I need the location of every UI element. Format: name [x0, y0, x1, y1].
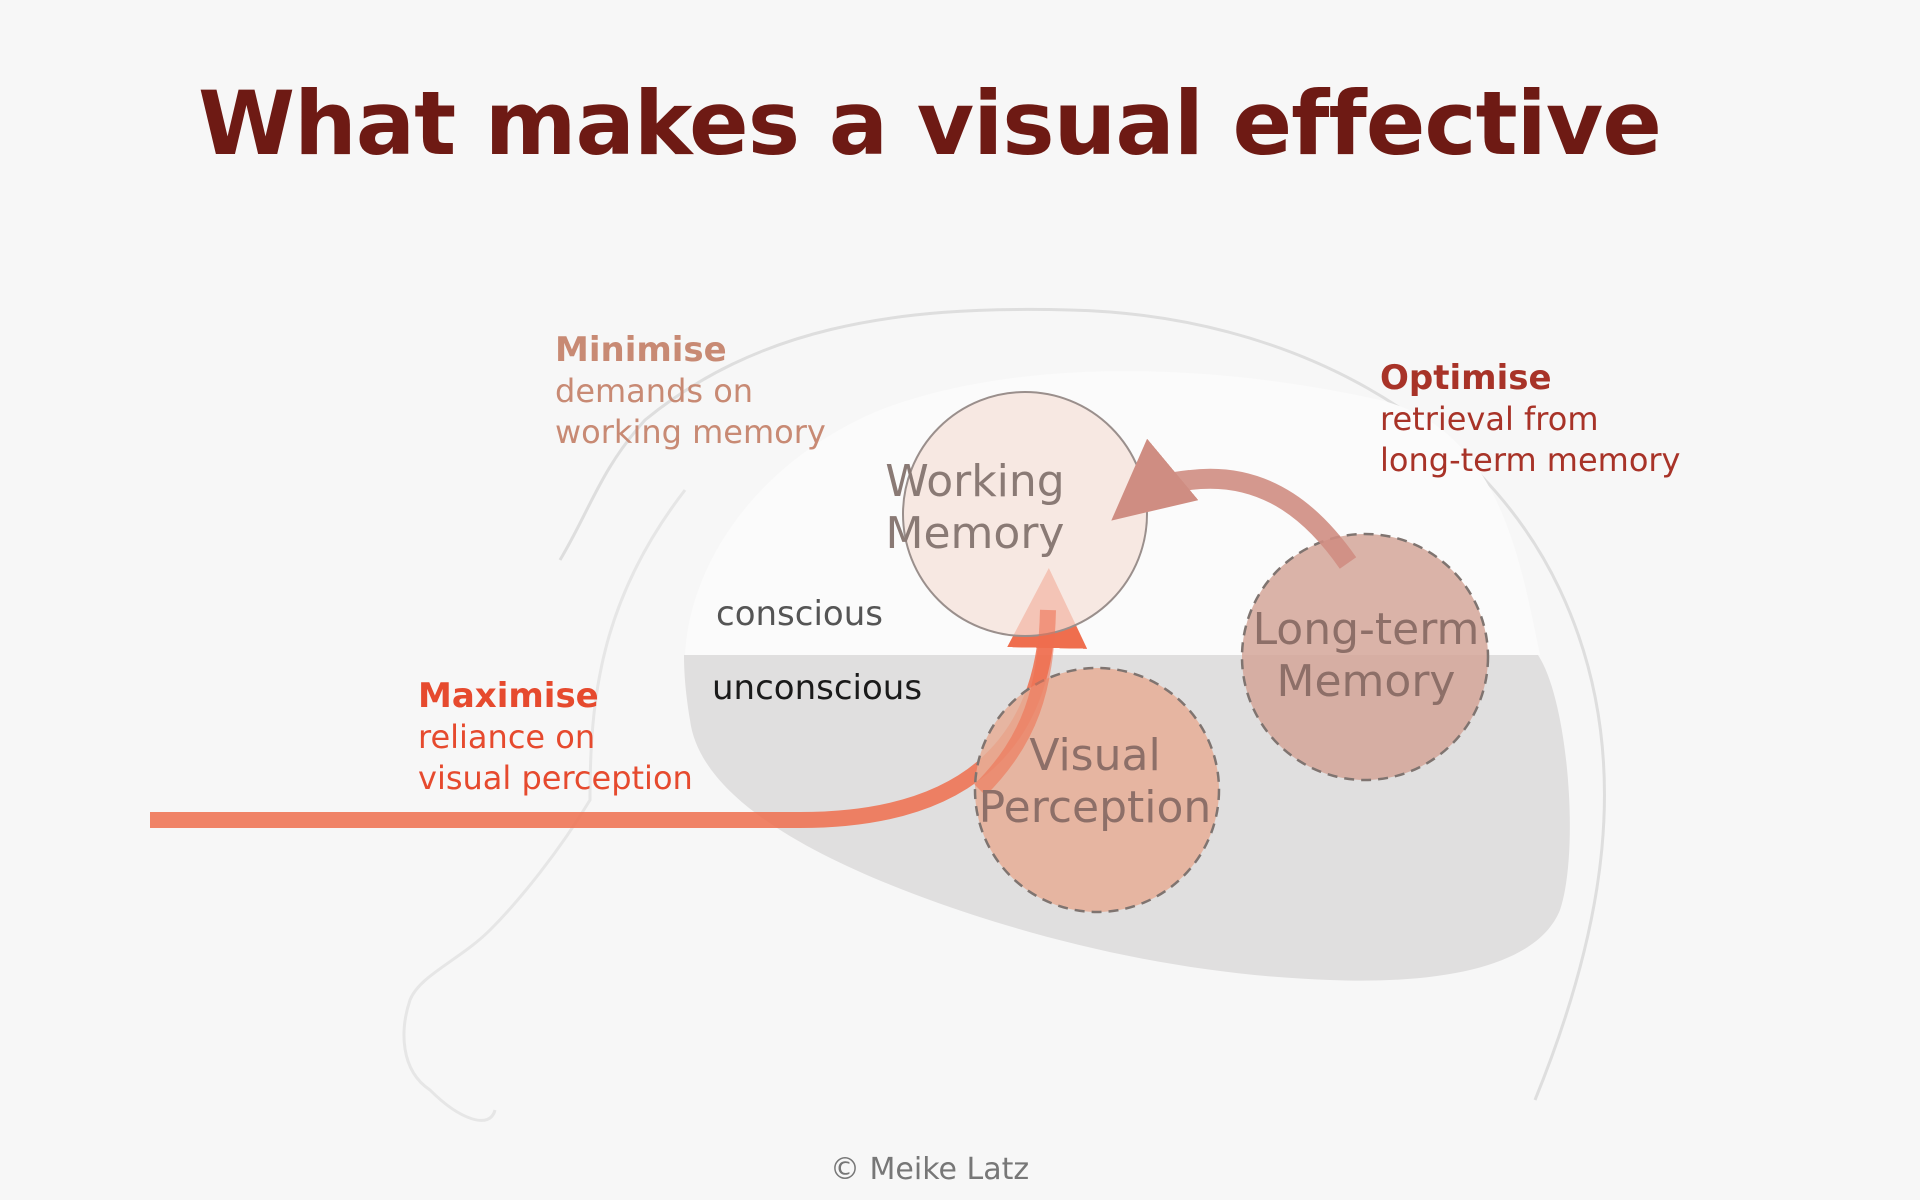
maximise-callout: Maximise reliance on visual perception [418, 676, 693, 799]
copyright-notice: © Meike Latz [830, 1152, 1030, 1187]
retrieval-arrow [1111, 438, 1357, 569]
minimise-head: Minimise [555, 330, 727, 370]
long-term-memory-line2: Memory [1276, 656, 1456, 707]
long-term-memory-label: Long-term Memory [1236, 604, 1496, 708]
face-outline [402, 489, 687, 1122]
unconscious-label: unconscious [712, 668, 923, 708]
working-memory-line1: Working [885, 456, 1065, 507]
maximise-head: Maximise [418, 676, 599, 716]
conscious-label: conscious [716, 594, 883, 634]
working-memory-label: Working Memory [875, 456, 1075, 560]
optimise-callout: Optimise retrieval from long-term memory [1380, 358, 1680, 481]
minimise-line2: working memory [555, 413, 826, 451]
optimise-line1: retrieval from [1380, 400, 1599, 438]
visual-perception-label: Visual Perception [965, 730, 1225, 834]
visual-perception-line2: Perception [978, 782, 1212, 833]
minimise-line1: demands on [555, 372, 754, 410]
visual-perception-circle [973, 666, 1221, 914]
maximise-line2: visual perception [418, 759, 693, 797]
long-term-memory-circle [1240, 532, 1490, 782]
page-title: What makes a visual effective [198, 72, 1662, 175]
optimise-head: Optimise [1380, 358, 1552, 398]
visual-perception-line1: Visual [1029, 730, 1161, 781]
head-outline [558, 307, 1606, 1101]
working-memory-line2: Memory [885, 508, 1065, 559]
optimise-line2: long-term memory [1380, 441, 1681, 479]
maximise-line1: reliance on [418, 718, 596, 756]
perception-arrow-overlay [974, 609, 1056, 796]
long-term-memory-line1: Long-term [1252, 604, 1480, 655]
minimise-callout: Minimise demands on working memory [555, 330, 826, 453]
